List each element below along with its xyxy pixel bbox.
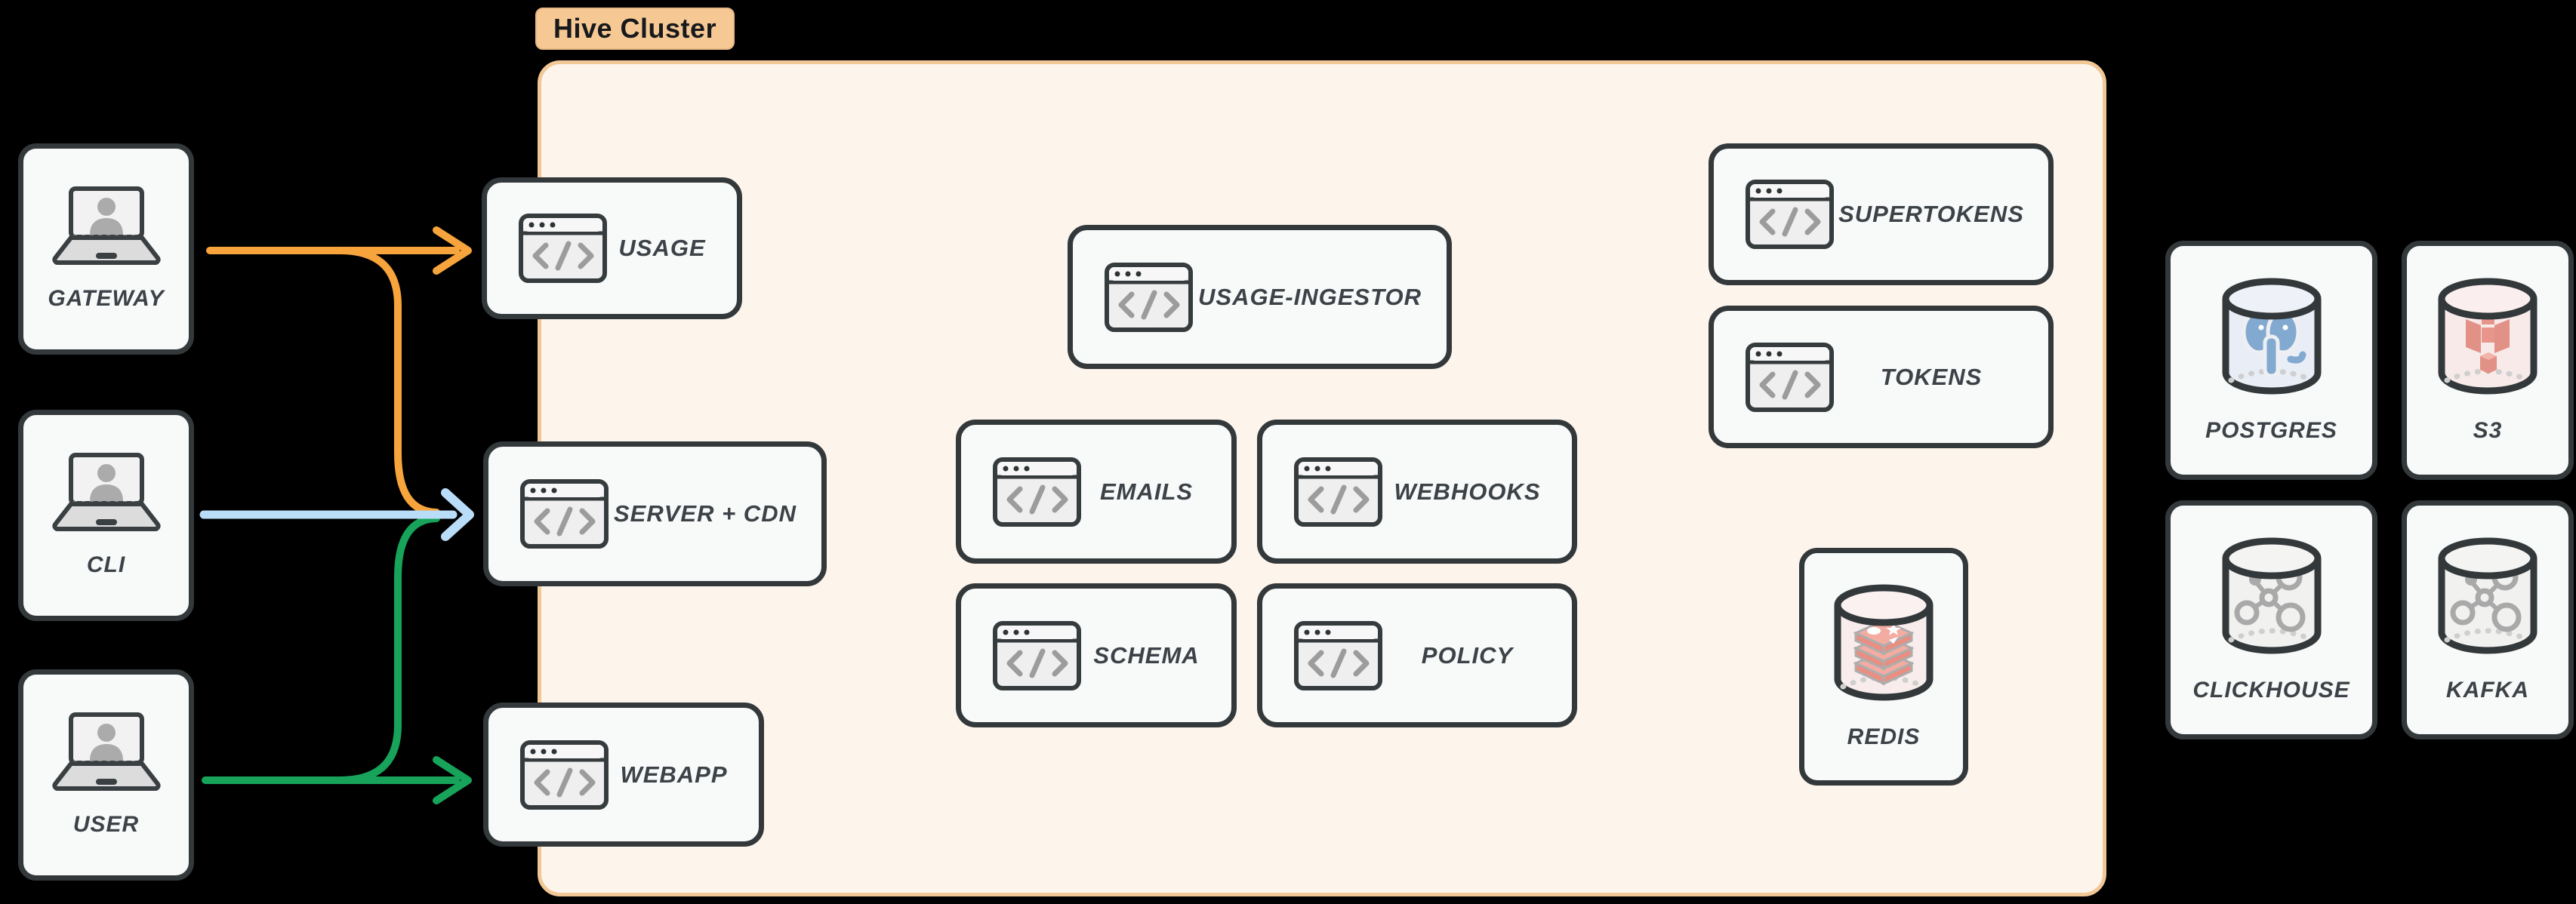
hive-cluster-badge: Hive Cluster — [535, 8, 735, 50]
code-window-icon — [1746, 180, 1834, 249]
code-window-icon — [993, 457, 1081, 527]
code-window-icon — [520, 479, 609, 549]
edge-user-webapp — [202, 756, 472, 804]
code-window-icon — [1294, 620, 1382, 690]
service-webhooks: WEBHOOKS — [1257, 420, 1577, 564]
service-tokens: TOKENS — [1709, 306, 2054, 448]
service-label: WEBAPP — [620, 761, 728, 788]
datastore-kafka: KAFKA — [2402, 500, 2574, 739]
arrowhead-green — [433, 756, 472, 804]
laptop-user-icon — [51, 453, 161, 531]
service-usage-ingestor: USAGE-INGESTOR — [1068, 225, 1452, 369]
code-window-icon — [1294, 457, 1382, 527]
datastore-label: CLICKHOUSE — [2192, 677, 2350, 703]
service-policy: POLICY — [1257, 583, 1577, 727]
arrowhead-orange — [433, 226, 472, 275]
service-label: WEBHOOKS — [1394, 478, 1541, 505]
service-emails: EMAILS — [956, 420, 1237, 564]
code-window-icon — [1105, 262, 1193, 332]
laptop-user-icon — [51, 186, 161, 265]
redis-database-icon — [1834, 584, 1934, 700]
edge-gateway-usage — [206, 226, 472, 275]
service-label: USAGE — [618, 235, 706, 261]
clickhouse-database-icon — [2222, 537, 2321, 653]
service-label: EMAILS — [1099, 478, 1194, 505]
code-window-icon — [520, 739, 609, 810]
code-window-icon — [519, 214, 607, 283]
s3-database-icon — [2438, 278, 2537, 394]
service-label: POLICY — [1421, 641, 1514, 669]
code-window-icon — [1746, 342, 1834, 412]
service-label: TOKENS — [1880, 363, 1983, 390]
service-label: SERVER + CDN — [614, 500, 797, 527]
datastore-label: S3 — [2473, 417, 2503, 443]
actor-label: USER — [72, 812, 140, 837]
service-label: SCHEMA — [1093, 641, 1200, 669]
service-webapp: WEBAPP — [483, 703, 764, 847]
actor-label: CLI — [86, 552, 126, 577]
actor-gateway: GATEWAY — [18, 143, 194, 355]
actor-label: GATEWAY — [48, 286, 165, 311]
datastore-clickhouse: CLICKHOUSE — [2165, 500, 2377, 739]
actor-cli: CLI — [18, 410, 194, 621]
postgres-logo — [2242, 309, 2306, 377]
edge-user-servercdn — [336, 515, 440, 784]
service-label: SUPERTOKENS — [1838, 201, 2024, 227]
redis-logo — [1853, 618, 1915, 685]
service-schema: SCHEMA — [956, 583, 1237, 727]
kafka-database-icon — [2438, 537, 2537, 653]
service-label: USAGE-INGESTOR — [1198, 283, 1422, 310]
arrowhead-blue — [441, 488, 474, 541]
service-server-cdn: SERVER + CDN — [483, 441, 827, 586]
datastore-label: POSTGRES — [2205, 417, 2337, 443]
code-window-icon — [993, 620, 1081, 690]
actor-user: USER — [18, 669, 194, 881]
service-usage: USAGE — [482, 177, 742, 319]
edge-cli-servercdn — [199, 488, 474, 541]
postgres-database-icon — [2222, 278, 2321, 394]
datastore-label: KAFKA — [2446, 677, 2529, 703]
datastore-s3: S3 — [2402, 241, 2574, 480]
datastore-postgres: POSTGRES — [2165, 241, 2377, 480]
datastore-redis: REDIS — [1799, 548, 1968, 786]
edge-gateway-servercdn — [336, 247, 440, 516]
datastore-label: REDIS — [1847, 724, 1921, 749]
service-supertokens: SUPERTOKENS — [1709, 143, 2054, 285]
laptop-user-icon — [51, 712, 161, 791]
